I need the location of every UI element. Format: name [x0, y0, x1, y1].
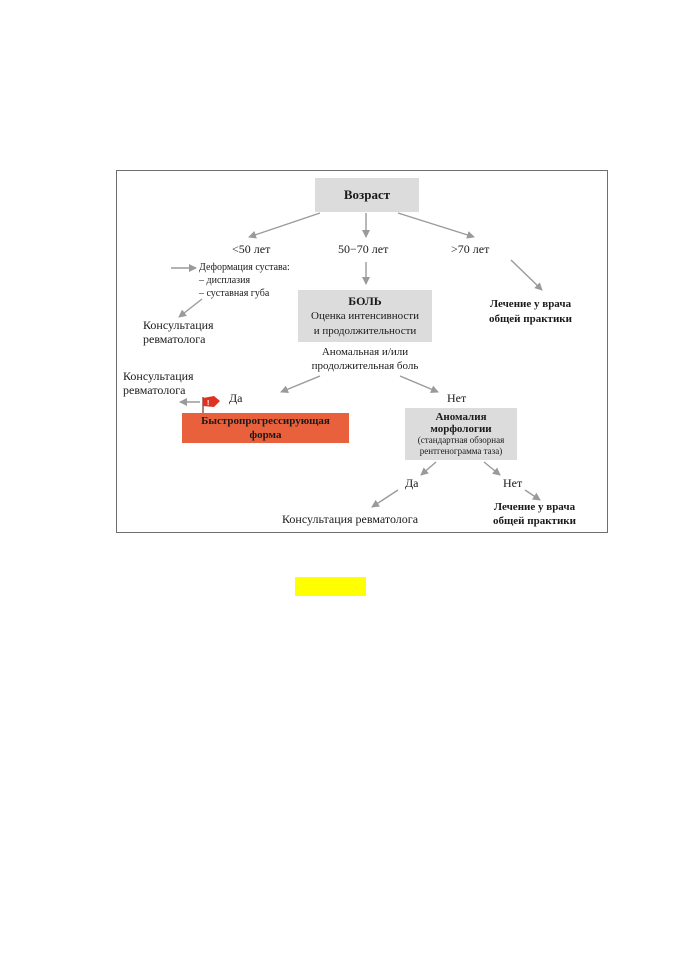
arrow-over70-to-gp — [510, 259, 543, 291]
consult-left-line1: Консультация — [143, 318, 214, 332]
arrow-morph-to-no — [483, 461, 501, 476]
age-node-label: Возраст — [343, 187, 391, 202]
rapid-form-line2: форма — [249, 429, 282, 441]
yellow-highlight-mark — [295, 577, 366, 596]
gp-treatment-bottom: Лечение у врача общей практики — [493, 500, 576, 528]
deformation-title: Деформация сустава: — [199, 262, 290, 273]
arrow-age-to-under50 — [248, 212, 321, 239]
abnormal-pain-label: Аномальная и/или продолжительная боль — [300, 345, 430, 373]
consult-upper-line2: ревматолога — [123, 383, 186, 397]
yes-label-2: Да — [405, 476, 419, 490]
consult-upper-line1: Консультация — [123, 369, 194, 383]
gp-bottom-line1: Лечение у врача — [493, 501, 576, 513]
age-under-50-label: <50 лет — [232, 242, 271, 256]
morph-line2: морфологии — [430, 423, 492, 435]
abnormal-pain-line2: продолжительная боль — [311, 360, 419, 372]
pain-line1: Оценка интенсивности — [311, 310, 419, 322]
pain-node: БОЛЬ Оценка интенсивности и продолжитель… — [298, 290, 432, 342]
morphology-node: Аномалия морфологии (стандартная обзорна… — [405, 408, 517, 460]
pain-line2: и продолжительности — [313, 325, 417, 337]
morph-line4: рентгенограмма таза) — [419, 446, 503, 456]
arrow-abnormal-to-yes — [280, 375, 321, 394]
deformation-item-dysplasia: – дисплазия — [199, 275, 251, 286]
gp-treatment-right: Лечение у врача общей практики — [489, 297, 572, 327]
consult-rheumatologist-left: Консультация ревматолога — [143, 318, 214, 346]
yes-label-1: Да — [229, 391, 243, 405]
gp-right-line2: общей практики — [489, 313, 572, 325]
consult-rheumatologist-upper: Консультация ревматолога — [123, 369, 194, 397]
deformation-item-labrum: – суставная губа — [199, 288, 270, 299]
deformation-note: Деформация сустава: – дисплазия – сустав… — [199, 261, 290, 300]
arrow-morph-to-yes — [420, 461, 437, 476]
rapid-progressive-form-box: Быстропрогрессирующая форма — [182, 413, 349, 443]
rapid-form-line1: Быстропрогрессирующая — [201, 415, 330, 427]
arrow-age-to-over70 — [397, 212, 475, 239]
no-label-2: Нет — [503, 476, 523, 490]
morph-line1: Аномалия — [435, 411, 487, 423]
consult-rheumatologist-bottom: Консультация ревматолога — [282, 512, 419, 526]
flag-icon: ! — [202, 396, 220, 413]
arrow-deformation-to-consult — [178, 298, 203, 318]
age-node: Возраст — [315, 178, 419, 212]
morph-line3: (стандартная обзорная — [417, 435, 505, 445]
arrow-no2-to-gp — [524, 489, 541, 501]
abnormal-pain-line1: Аномальная и/или — [321, 346, 409, 358]
arrow-yes2-to-consult — [371, 489, 399, 508]
consult-left-line2: ревматолога — [143, 332, 206, 346]
age-over-70-label: >70 лет — [451, 242, 490, 256]
pain-title: БОЛЬ — [348, 294, 382, 308]
arrow-abnormal-to-no — [399, 375, 439, 393]
no-label-1: Нет — [447, 391, 467, 405]
gp-right-line1: Лечение у врача — [489, 298, 572, 310]
age-50-70-label: 50−70 лет — [338, 242, 389, 256]
gp-bottom-line2: общей практики — [493, 515, 576, 527]
svg-text:!: ! — [207, 400, 209, 407]
